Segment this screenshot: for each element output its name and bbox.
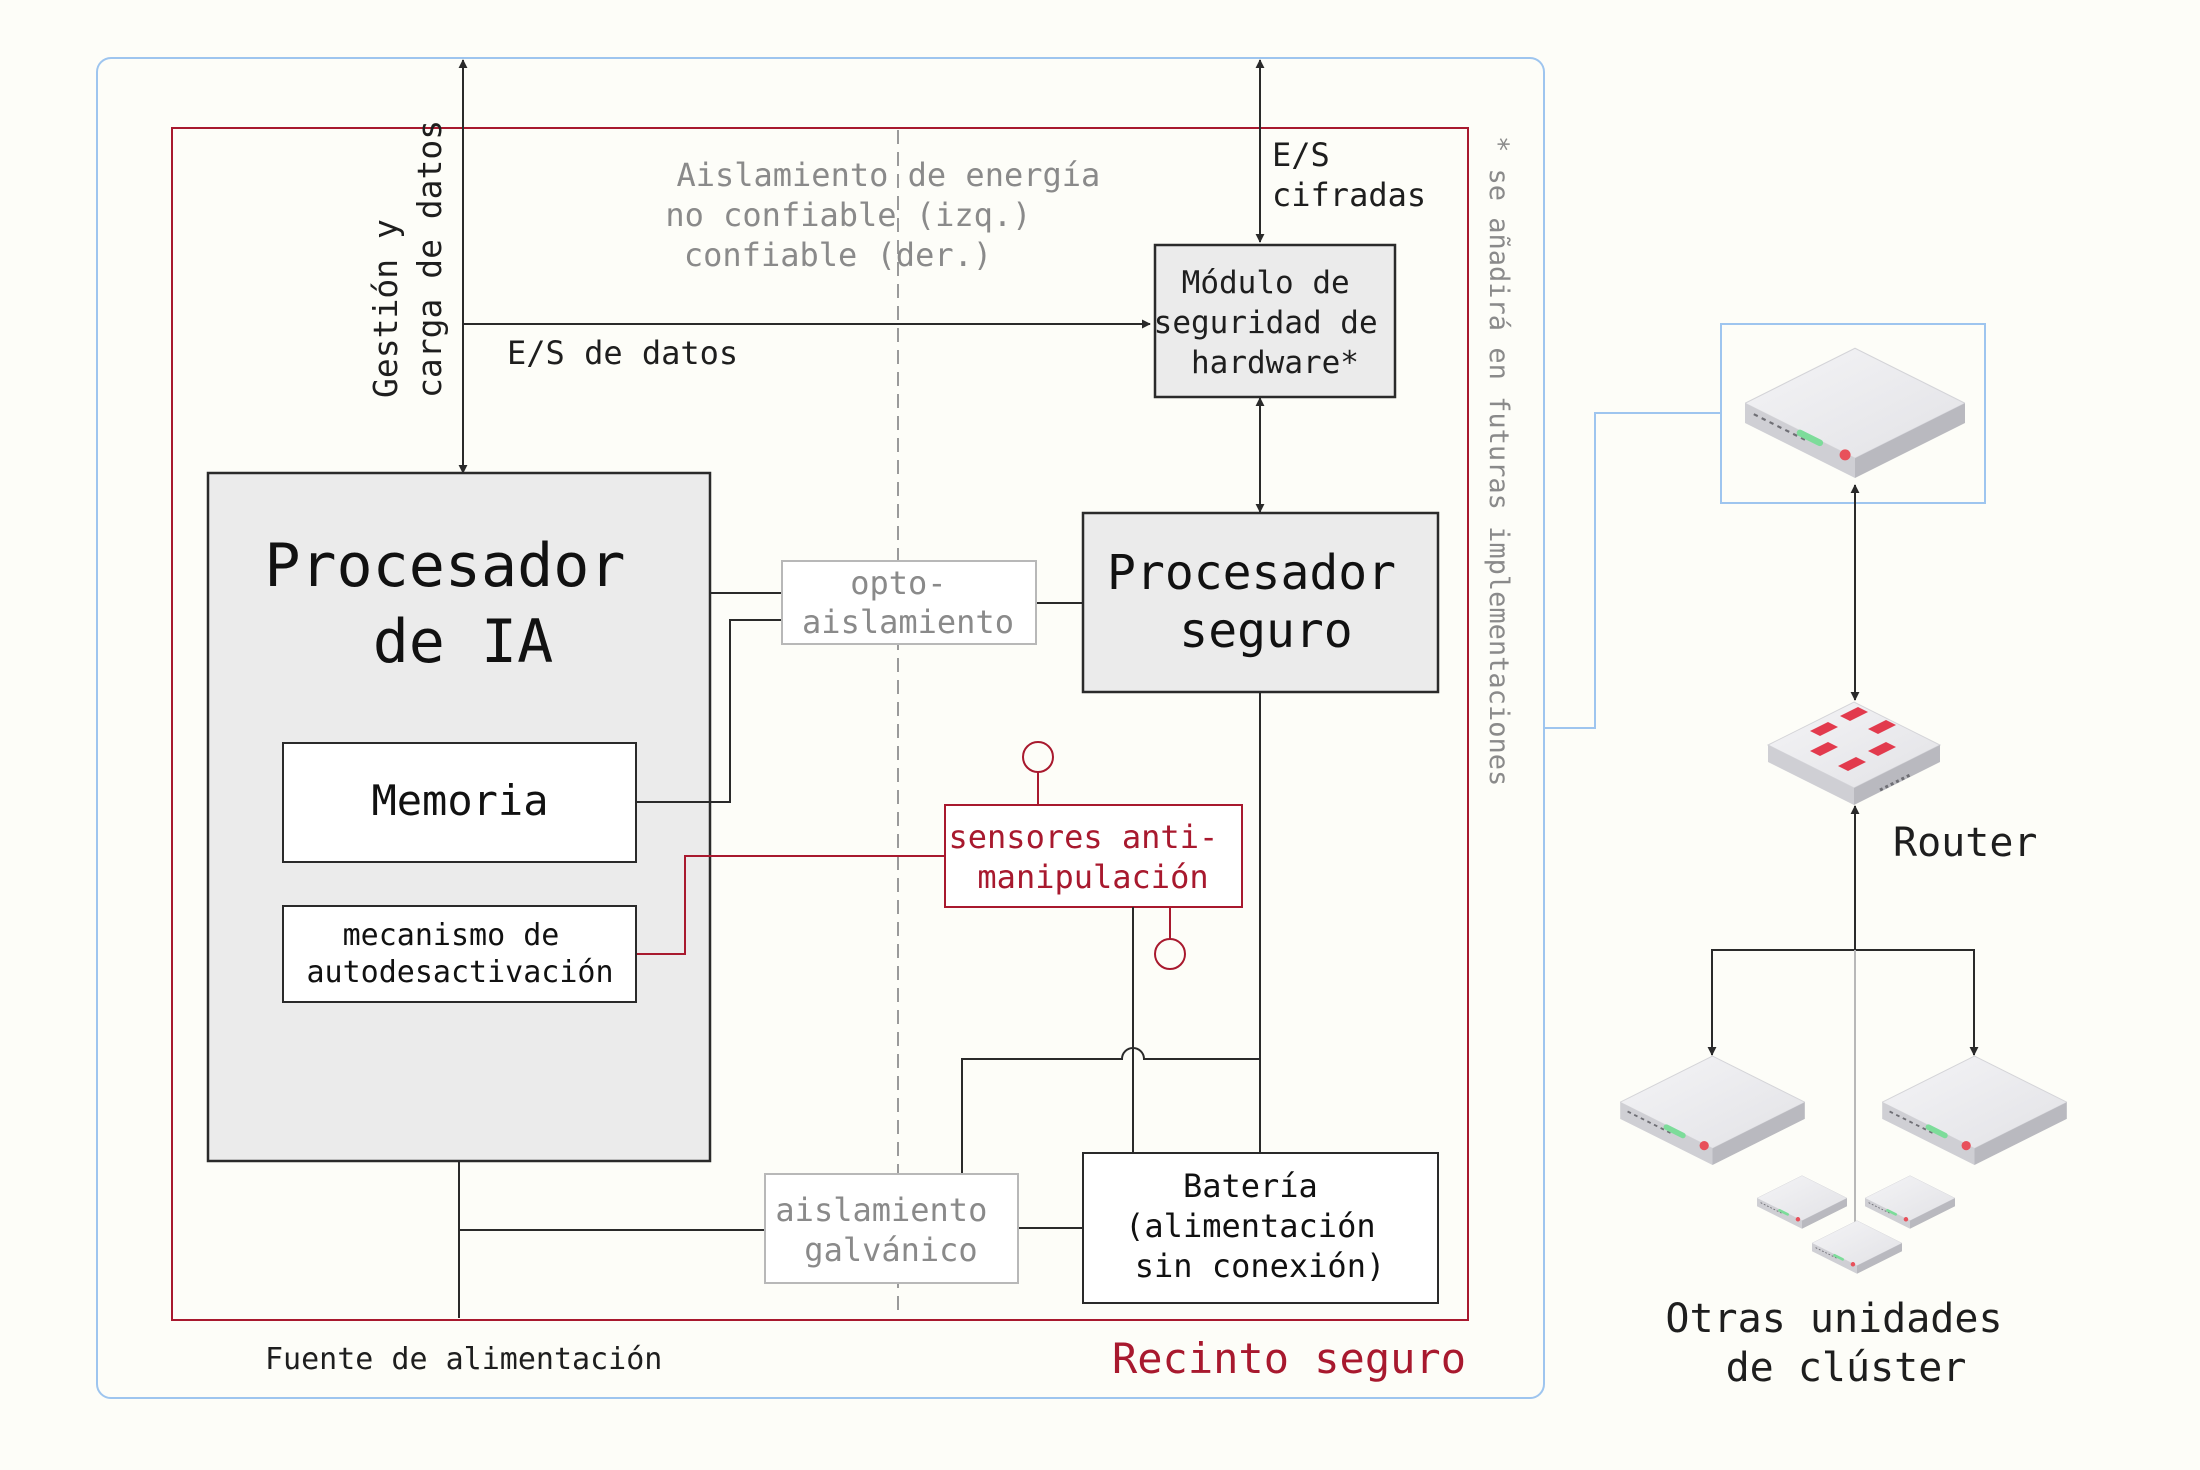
- svg-text:Módulo de seguridad de: Módulo de seguridad de hardware*: [1154, 265, 1397, 381]
- hardware-security-module: Módulo de seguridad de hardware*: [1154, 243, 1397, 399]
- battery-block: Batería (alimentación sin conexión): [1082, 1152, 1439, 1304]
- router-label: Router: [1893, 820, 2038, 866]
- tamper-sensors: sensores anti- manipulación: [944, 741, 1243, 970]
- server-icon-cluster-small-1: [1757, 1174, 1847, 1229]
- server-icon-cluster-left: [1620, 1056, 1805, 1165]
- server-icon-cluster-small-3: [1812, 1219, 1902, 1274]
- data-io-label: E/S de datos: [507, 334, 738, 372]
- memory-block: Memoria: [282, 742, 637, 863]
- galvanic-to-secure-line: [961, 1047, 1260, 1173]
- self-deactivation-mechanism: mecanismo de autodesactivación: [282, 905, 637, 1003]
- server-icon-cluster-right: [1882, 1056, 2067, 1165]
- other-units-label: Otras unidades de clúster: [1665, 1296, 2026, 1391]
- outer-boundary: [96, 57, 1545, 1399]
- encrypted-io-label: E/S cifradas: [1272, 136, 1426, 214]
- server-icon-this-unit: [1745, 348, 1965, 478]
- cluster-left-arrow: [1707, 949, 1855, 1056]
- svg-text:aislamiento galvánico: aislamiento galvánico: [775, 1191, 1006, 1269]
- opto-isolation: opto- aislamiento: [781, 560, 1037, 645]
- router-icon: [1766, 701, 1942, 805]
- svg-text:opto- aislamiento: opto- aislamiento: [802, 564, 1014, 641]
- memory-to-opto-line: [637, 619, 781, 803]
- svg-text:mecanismo de autodesacti: mecanismo de autodesactivación: [306, 918, 613, 990]
- svg-text:Procesador seguro: Procesador seguro: [1107, 545, 1425, 659]
- galvanic-isolation: aislamiento galvánico: [764, 1173, 1019, 1284]
- isolation-label: Aislamiento de energía no confiable (izq…: [665, 156, 1119, 274]
- future-note: * se añadirá en futuras implementaciones: [1483, 136, 1514, 786]
- secure-enclosure-label: Recinto seguro: [1112, 1334, 1466, 1383]
- power-supply-label: Fuente de alimentación: [265, 1342, 662, 1377]
- management-label: Gestión y carga de datos: [366, 120, 449, 398]
- cluster-right-arrow: [1855, 949, 1979, 1056]
- svg-text:Batería (alimentación: Batería (alimentación sin conexión): [1125, 1167, 1395, 1285]
- svg-text:Memoria: Memoria: [371, 776, 548, 825]
- server-icon-cluster-small-2: [1865, 1174, 1955, 1229]
- tamper-to-killswitch-line: [637, 855, 944, 955]
- svg-text:Procesador de IA: Procesador de IA: [264, 531, 661, 677]
- cluster-connection-line: [1545, 412, 1720, 729]
- secure-processor: Procesador seguro: [1081, 511, 1440, 694]
- secure-enclosure-border: [171, 127, 1469, 1321]
- svg-text:sensores anti- manipulac: sensores anti- manipulación: [949, 818, 1238, 896]
